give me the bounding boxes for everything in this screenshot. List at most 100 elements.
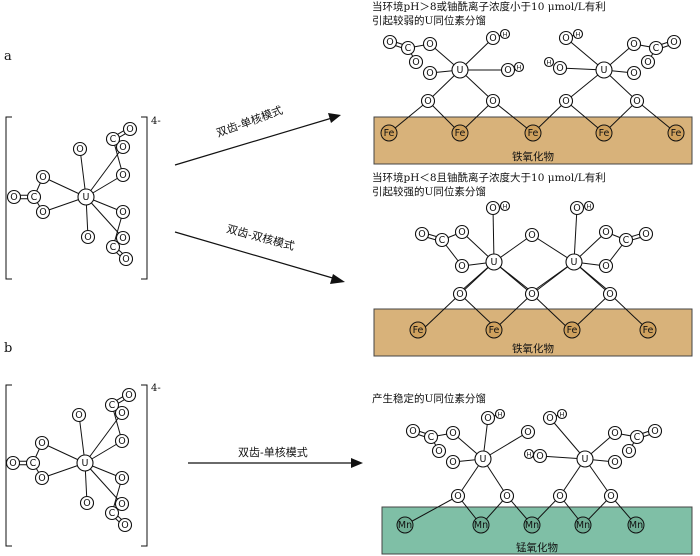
arrow-bi-a: [174, 231, 337, 280]
svg-text:O: O: [10, 192, 17, 203]
svg-text:C: C: [110, 242, 117, 253]
charge-a: 4-: [151, 116, 161, 127]
oxygen-atom: O: [500, 62, 516, 78]
svg-text:O: O: [458, 261, 465, 272]
svg-text:C: C: [439, 235, 446, 246]
svg-text:O: O: [562, 96, 569, 107]
hydrogen-atom: H: [499, 28, 511, 40]
svg-text:O: O: [409, 426, 416, 437]
oxygen-atom: O: [607, 454, 623, 470]
oxygen-atom: O: [422, 36, 438, 52]
panel-a-label: a: [4, 49, 12, 64]
u-o-bond: [84, 412, 123, 464]
svg-text:O: O: [119, 170, 126, 181]
manganese-oxide-label: 锰氧化物: [516, 541, 558, 554]
svg-text:Fe: Fe: [413, 325, 424, 336]
svg-text:C: C: [623, 235, 630, 246]
hydrogen-atom: H: [556, 408, 568, 420]
svg-text:O: O: [489, 33, 496, 44]
svg-text:C: C: [634, 432, 641, 443]
svg-text:O: O: [630, 68, 637, 79]
oxygen-atom: O: [117, 517, 133, 533]
carbon-atom: C: [105, 239, 121, 255]
svg-text:O: O: [528, 289, 535, 300]
bracket-right-a: [141, 116, 148, 280]
oxygen-atom: O: [114, 405, 130, 421]
iron-atom: Fe: [667, 124, 685, 142]
carbon-atom: C: [618, 232, 634, 248]
surface-oxygen-atom: O: [629, 93, 645, 109]
oxygen-atom: O: [115, 230, 131, 246]
oxygen-atom: O: [382, 34, 398, 50]
svg-text:U: U: [82, 458, 89, 469]
oxygen-atom: O: [598, 224, 614, 240]
bracket-right-b: [141, 384, 148, 547]
surface-oxygen-atom: O: [552, 488, 568, 504]
svg-text:C: C: [653, 43, 660, 54]
uranium-atom: U: [565, 253, 583, 271]
bracket-left-a: [5, 116, 12, 280]
svg-text:O: O: [118, 436, 125, 447]
svg-text:O: O: [611, 457, 618, 468]
charge-b: 4-: [151, 383, 161, 394]
hydrogen-atom: H: [494, 408, 506, 420]
note-weak-fractionation-line1: 当环境pH＞8或铀酰离子浓度小于10 μmol/L有利: [372, 0, 606, 13]
svg-text:O: O: [602, 227, 609, 238]
iron-oxide-label-1: 铁氧化物: [512, 150, 554, 163]
oxygen-atom: O: [79, 495, 95, 511]
svg-text:C: C: [31, 192, 38, 203]
note-strong-fractionation-line1: 当环境pH＜8且铀酰离子浓度大于10 μmol/L有利: [372, 171, 606, 184]
oxygen-atom: O: [72, 141, 88, 157]
svg-text:C: C: [30, 458, 37, 469]
hydrogen-atom: H: [543, 56, 555, 68]
oxygen-atom: O: [569, 200, 585, 216]
surface-oxygen-atom: O: [499, 488, 515, 504]
carbon-atom: C: [434, 232, 450, 248]
u-o-bond: [85, 196, 124, 239]
svg-text:O: O: [9, 458, 16, 469]
oxygen-atom: O: [408, 54, 424, 70]
mode-label-bi-a: 双齿-双核模式: [225, 221, 296, 253]
u-o-bond: [85, 146, 124, 198]
hydrogen-atom: H: [513, 61, 525, 73]
oxygen-atom: O: [431, 443, 447, 459]
svg-text:O: O: [642, 229, 649, 240]
surface-oxygen-atom: O: [420, 93, 436, 109]
svg-text:O: O: [426, 39, 433, 50]
oxygen-atom: O: [115, 167, 131, 183]
arrow-head-mono-b: [351, 458, 363, 468]
oxygen-atom: O: [405, 423, 421, 439]
svg-text:U: U: [601, 65, 608, 76]
arrow-mono-a: [174, 117, 333, 166]
svg-text:U: U: [582, 454, 589, 465]
surface-oxygen-atom: O: [524, 227, 540, 243]
svg-text:C: C: [110, 134, 117, 145]
svg-text:O: O: [556, 63, 563, 74]
svg-text:O: O: [38, 438, 45, 449]
svg-text:O: O: [528, 230, 535, 241]
surface-oxygen-atom: O: [603, 488, 619, 504]
svg-text:Mn: Mn: [398, 520, 412, 531]
manganese-atom: Mn: [523, 516, 541, 534]
arrow-head-mono-a: [328, 113, 341, 123]
oxygen-atom: O: [638, 226, 654, 242]
uranium-atom: U: [76, 454, 94, 472]
svg-text:O: O: [633, 96, 640, 107]
oxygen-atom: O: [35, 169, 51, 185]
note-stable-fractionation: 产生稳定的U同位素分馏: [372, 392, 486, 405]
o-fe-bond: [421, 293, 461, 331]
carbon-atom: C: [26, 189, 42, 205]
svg-text:O: O: [606, 289, 613, 300]
svg-text:H: H: [547, 59, 552, 67]
svg-text:C: C: [109, 400, 116, 411]
svg-text:Fe: Fe: [671, 128, 682, 139]
svg-text:H: H: [587, 203, 592, 211]
oxygen-atom: O: [640, 54, 656, 70]
svg-text:Fe: Fe: [599, 128, 610, 139]
svg-text:H: H: [498, 411, 503, 419]
iron-atom: Fe: [451, 124, 469, 142]
svg-text:H: H: [517, 64, 522, 72]
iron-atom: Fe: [380, 124, 398, 142]
surface-oxygen-atom: O: [602, 286, 618, 302]
oxygen-atom: O: [445, 425, 461, 441]
